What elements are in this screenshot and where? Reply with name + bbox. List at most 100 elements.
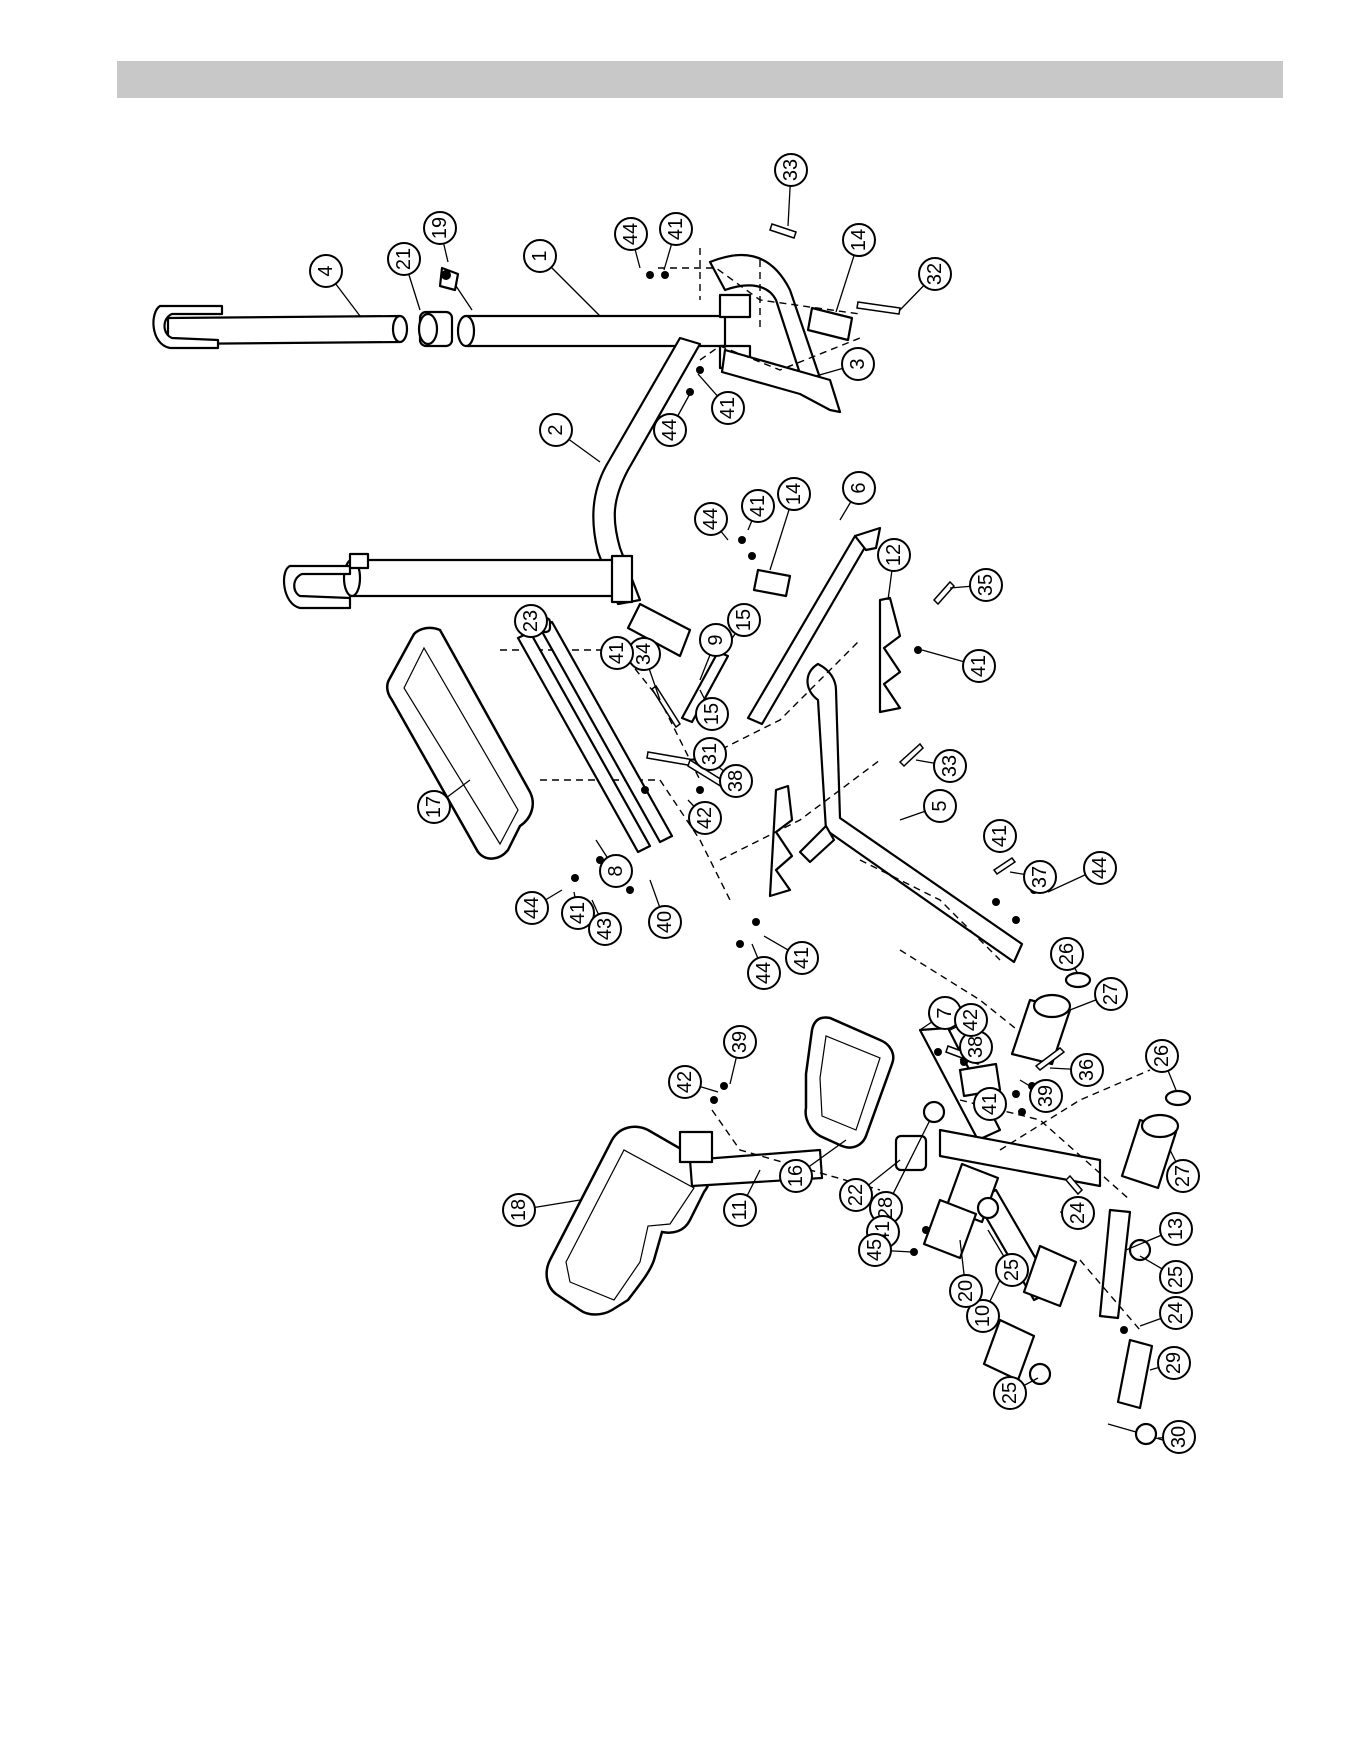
callout-label: 4: [315, 265, 337, 276]
callout-part-19: 19: [424, 212, 456, 244]
callout-label: 41: [979, 1093, 1001, 1115]
callout-label: 13: [1165, 1218, 1187, 1240]
callout-label: 35: [975, 574, 997, 596]
backrest-pad-17: [387, 628, 533, 859]
middle-hardware: [571, 536, 1038, 948]
callout-label: 41: [665, 218, 687, 240]
callout-part-45: 45: [859, 1234, 891, 1266]
callout-part-36: 36: [1071, 1054, 1103, 1086]
callout-part-25: 25: [996, 1254, 1028, 1286]
callout-part-22: 22: [840, 1179, 872, 1211]
callout-label: 24: [1165, 1302, 1187, 1324]
callout-part-41: 41: [786, 942, 818, 974]
callout-label: 41: [989, 825, 1011, 847]
callout-part-41: 41: [712, 392, 744, 424]
callout-label: 39: [1035, 1085, 1057, 1107]
callout-part-27: 27: [1095, 978, 1127, 1010]
callout-label: 25: [999, 1382, 1021, 1404]
callout-part-21: 21: [388, 243, 420, 275]
callout-label: 41: [968, 655, 990, 677]
callout-label: 38: [965, 1036, 987, 1058]
callout-part-41: 41: [742, 490, 774, 522]
callout-part-39: 39: [724, 1026, 756, 1058]
bracket-plate-14-top: [808, 308, 852, 340]
callout-label: 37: [1029, 866, 1051, 888]
callout-part-8: 8: [600, 855, 632, 887]
callout-part-35: 35: [970, 569, 1002, 601]
callout-part-27: 27: [1167, 1160, 1199, 1192]
callout-part-30: 30: [1163, 1421, 1195, 1453]
callout-label: 18: [508, 1199, 530, 1221]
callout-label: 33: [780, 159, 802, 181]
callout-part-44: 44: [654, 414, 686, 446]
knob-28: [924, 1102, 944, 1122]
callout-part-38: 38: [720, 765, 752, 797]
callout-label: 44: [700, 508, 722, 530]
callout-part-26: 26: [1051, 938, 1083, 970]
callout-label: 42: [960, 1009, 982, 1031]
callout-part-25: 25: [994, 1377, 1026, 1409]
callout-label: 20: [955, 1280, 977, 1302]
callout-part-6: 6: [843, 472, 875, 504]
callout-label: 44: [620, 223, 642, 245]
callout-part-44: 44: [615, 218, 647, 250]
callout-part-41: 41: [963, 650, 995, 682]
callout-label: 41: [717, 397, 739, 419]
callout-part-41: 41: [974, 1088, 1006, 1120]
callout-part-41: 41: [660, 213, 692, 245]
callout-label: 34: [633, 643, 655, 665]
callout-part-29: 29: [1158, 1347, 1190, 1379]
callout-part-2: 2: [540, 414, 572, 446]
callout-label: 44: [753, 962, 775, 984]
callout-label: 5: [929, 800, 951, 811]
callout-label: 36: [1076, 1059, 1098, 1081]
callout-label: 42: [674, 1071, 696, 1093]
callout-part-44: 44: [748, 957, 780, 989]
callout-label: 17: [423, 796, 445, 818]
callout-label: 29: [1163, 1352, 1185, 1374]
upright-tube-4: [153, 306, 407, 348]
callout-label: 44: [521, 897, 543, 919]
callout-label: 43: [594, 918, 616, 940]
callout-label: 12: [883, 544, 905, 566]
callout-part-11: 11: [724, 1194, 756, 1226]
callout-label: 41: [606, 642, 628, 664]
callout-label: 31: [699, 743, 721, 765]
callout-label: 1: [529, 250, 551, 261]
callout-label: 33: [939, 755, 961, 777]
callout-label: 41: [791, 947, 813, 969]
callout-label: 30: [1168, 1426, 1190, 1448]
callout-part-20: 20: [950, 1275, 982, 1307]
upper-tube-1: [458, 295, 750, 368]
callout-part-1: 1: [524, 240, 556, 272]
callout-part-44: 44: [1084, 852, 1116, 884]
callout-label: 32: [924, 263, 946, 285]
pin-29: [1118, 1340, 1152, 1408]
callout-part-24: 24: [1160, 1297, 1192, 1329]
callout-part-37: 37: [1024, 861, 1056, 893]
callout-label: 40: [654, 911, 676, 933]
callout-label: 8: [605, 865, 627, 876]
callout-label: 3: [847, 358, 869, 369]
seat-pad-16: [806, 1018, 894, 1148]
callout-part-31: 31: [694, 738, 726, 770]
callout-label: 26: [1151, 1045, 1173, 1067]
callout-label: 11: [729, 1200, 751, 1221]
callout-label: 15: [733, 609, 755, 631]
callout-part-40: 40: [649, 906, 681, 938]
callout-part-41: 41: [984, 820, 1016, 852]
callout-part-14: 14: [843, 224, 875, 256]
callout-part-32: 32: [919, 258, 951, 290]
callout-part-12: 12: [878, 539, 910, 571]
callout-label: 45: [864, 1239, 886, 1261]
knob-19: [440, 268, 472, 310]
callout-part-17: 17: [418, 791, 450, 823]
callout-label: 15: [701, 703, 723, 725]
callout-part-14: 14: [778, 478, 810, 510]
callout-label: 44: [659, 419, 681, 441]
support-frame-5: [800, 664, 1022, 962]
callout-label: 41: [567, 902, 589, 924]
callout-part-41: 41: [601, 637, 633, 669]
callout-label: 23: [520, 610, 542, 632]
